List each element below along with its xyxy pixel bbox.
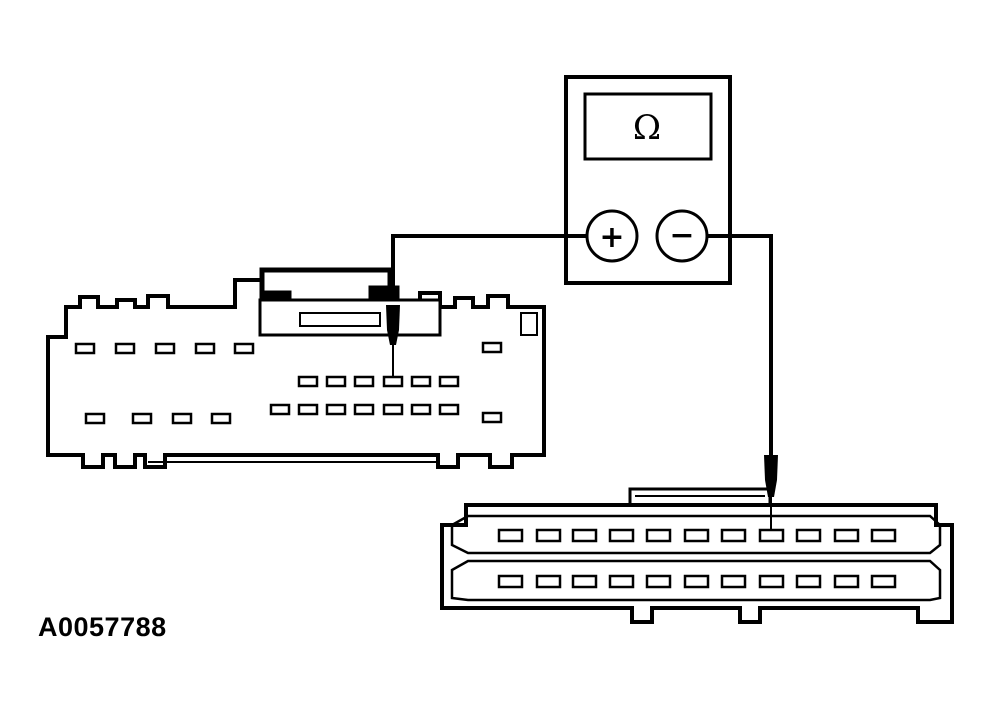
cavity: [210, 412, 232, 425]
connector-left-latch-body: [258, 298, 442, 337]
cavity: [535, 528, 562, 543]
cavity: [683, 528, 710, 543]
connector-left-latch-slot: [299, 312, 381, 327]
negative-terminal-label: −: [669, 218, 694, 253]
cavity: [833, 574, 860, 589]
cavity-probed: [758, 528, 785, 543]
connector-right-lower-channel: [450, 559, 942, 602]
cavity: [410, 375, 432, 388]
cavity: [481, 411, 503, 424]
positive-terminal-label: +: [599, 220, 624, 255]
cavity: [325, 403, 347, 416]
cavity: [608, 528, 635, 543]
cavity: [269, 403, 291, 416]
cavity: [84, 412, 106, 425]
connector-left: [46, 267, 546, 469]
connector-left-side-tab: [520, 312, 538, 336]
cavity: [645, 528, 672, 543]
cavity: [481, 341, 503, 354]
ohm-symbol: Ω: [633, 108, 661, 148]
cavity: [171, 412, 193, 425]
cavity: [233, 342, 255, 355]
figure-id-label: A0057788: [38, 612, 167, 642]
cavity: [870, 574, 897, 589]
cavity: [194, 342, 216, 355]
cavity: [535, 574, 562, 589]
cavity: [131, 412, 153, 425]
cavity-probed: [382, 375, 404, 388]
cavity: [438, 403, 460, 416]
negative-probe-tip: [764, 455, 778, 497]
cavity: [297, 403, 319, 416]
connector-right-upper-channel: [450, 514, 942, 555]
cavity: [795, 528, 822, 543]
cavity: [833, 528, 860, 543]
cavity: [683, 574, 710, 589]
cavity: [758, 574, 785, 589]
cavity: [410, 403, 432, 416]
cavity: [608, 574, 635, 589]
connector-left-cavities: [74, 341, 503, 425]
cavity: [353, 375, 375, 388]
connector-left-latch-hook-left: [263, 290, 292, 300]
cavity: [353, 403, 375, 416]
cavity: [74, 342, 96, 355]
cavity: [154, 342, 176, 355]
test-leads: [391, 234, 773, 460]
cavity: [571, 574, 598, 589]
cavity: [870, 528, 897, 543]
meter-display: [583, 92, 713, 161]
cavity: [382, 403, 404, 416]
cavity: [438, 375, 460, 388]
cavity: [497, 528, 524, 543]
cavity: [114, 342, 136, 355]
cavity: [720, 574, 747, 589]
cavity: [497, 574, 524, 589]
positive-test-lead: [391, 234, 587, 310]
cavity: [571, 528, 598, 543]
positive-probe-tip: [386, 305, 400, 345]
connector-left-latch-hook-right: [368, 285, 400, 300]
cavity: [720, 528, 747, 543]
cavity: [795, 574, 822, 589]
negative-test-lead: [707, 234, 773, 460]
connector-right: [440, 455, 954, 624]
connector-right-cavities: [497, 528, 897, 589]
connector-right-housing: [440, 503, 954, 624]
multimeter: Ω + −: [564, 75, 732, 285]
cavity: [297, 375, 319, 388]
cavity: [325, 375, 347, 388]
cavity: [645, 574, 672, 589]
